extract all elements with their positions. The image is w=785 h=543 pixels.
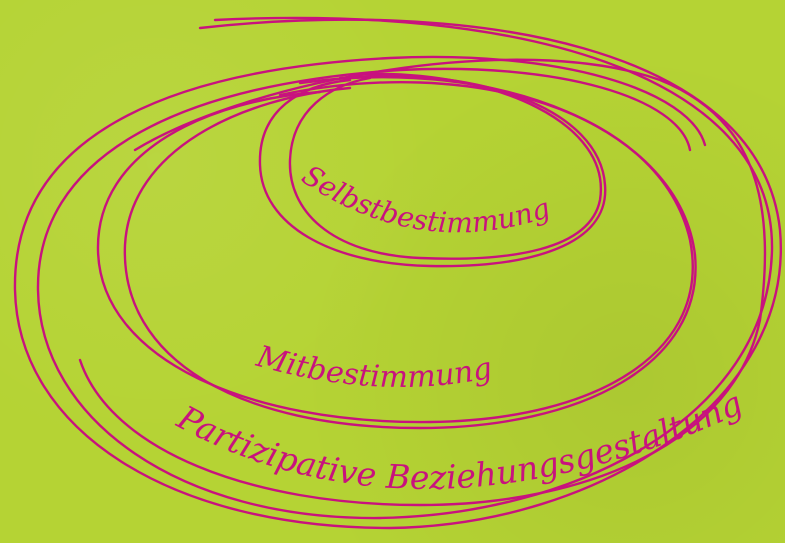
label-selbstbestimmung: Selbstbestimmung [296, 158, 554, 239]
label-mitbestimmung: Mitbestimmung [252, 339, 495, 395]
label-mitbestimmung-text: Mitbestimmung [252, 339, 495, 395]
label-selbstbestimmung-text: Selbstbestimmung [296, 158, 554, 239]
